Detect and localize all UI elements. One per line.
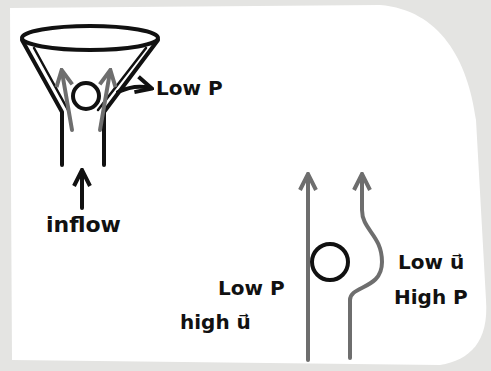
annotation-label: Low P — [218, 276, 285, 300]
flow-arrow — [100, 72, 110, 130]
annotation-text: High P — [394, 285, 468, 309]
ball — [312, 244, 348, 280]
funnel-wall — [104, 40, 158, 165]
annotation-text: inflow — [46, 212, 121, 238]
streamline — [350, 176, 382, 358]
annotation-label: high u⃗ — [180, 310, 251, 334]
annotation-text: Low P — [218, 276, 285, 300]
annotation-label: High P — [394, 285, 468, 309]
annotation-text: Low u⃗ — [398, 250, 464, 274]
pointer-arrow — [118, 87, 150, 92]
inflow-arrow — [80, 172, 84, 208]
funnel-wall — [22, 40, 62, 165]
annotation-text: high u⃗ — [180, 310, 251, 334]
annotation-text: Low P — [156, 76, 223, 100]
flow-arrow — [62, 72, 72, 130]
funnel-rim — [22, 26, 158, 50]
ball — [73, 83, 99, 109]
annotation-label: Low P — [156, 76, 223, 100]
annotation-label: Low u⃗ — [398, 250, 464, 274]
annotation-label: inflow — [46, 212, 121, 238]
paper-sheet — [10, 5, 486, 365]
streamline — [306, 176, 310, 360]
